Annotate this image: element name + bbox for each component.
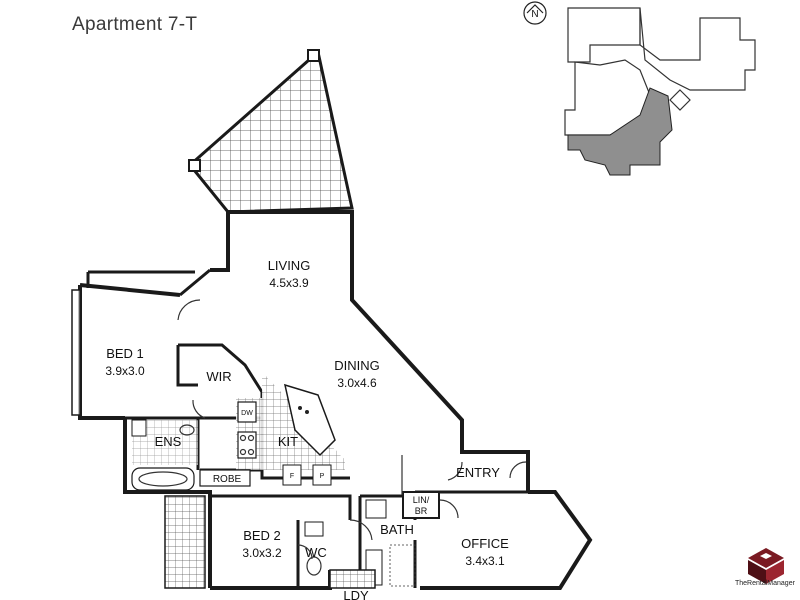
room-name: BED 1 <box>106 346 144 361</box>
apartment-title: Apartment 7-T <box>72 14 198 35</box>
compass-letter: N <box>531 9 538 20</box>
kit-label: KIT <box>278 434 298 449</box>
room-living: LIVING 4.5x3.9 <box>268 258 311 290</box>
door-swings <box>177 299 527 560</box>
bath-label: BATH <box>380 522 414 537</box>
lin-label: LIN/ <box>413 495 430 505</box>
room-dims: 3.0x3.2 <box>242 546 282 560</box>
room-name: LIVING <box>268 258 311 273</box>
dishwasher-label: DW <box>241 410 253 417</box>
agency-logo-icon <box>748 548 784 584</box>
room-dims: 3.9x3.0 <box>105 364 145 378</box>
apartment-walls <box>78 210 593 590</box>
ldy-label: LDY <box>343 588 369 600</box>
room-dims: 3.4x3.1 <box>465 554 505 568</box>
fridge-label: F <box>290 473 294 480</box>
key-plan <box>564 7 756 176</box>
wir-label: WIR <box>206 369 231 384</box>
br-label: BR <box>415 506 428 516</box>
room-dims: 4.5x3.9 <box>269 276 309 290</box>
room-bed1: BED 1 3.9x3.0 <box>105 346 145 378</box>
north-arrow-icon: N <box>523 1 547 25</box>
room-dims: 3.0x4.6 <box>337 376 377 390</box>
room-name: BED 2 <box>243 528 281 543</box>
room-name: DINING <box>334 358 380 373</box>
room-dining: DINING 3.0x4.6 <box>334 358 380 390</box>
room-name: OFFICE <box>461 536 509 551</box>
balcony <box>187 49 354 214</box>
ens-label: ENS <box>155 434 182 449</box>
pantry-label: P <box>320 473 325 480</box>
room-office: OFFICE 3.4x3.1 <box>461 536 509 568</box>
room-bed2: BED 2 3.0x3.2 <box>242 528 282 560</box>
agency-logo-text: TheRentalManager <box>735 580 795 587</box>
wc-label: WC <box>305 545 327 560</box>
robe-label: ROBE <box>213 474 242 485</box>
entry-label: ENTRY <box>456 465 500 480</box>
